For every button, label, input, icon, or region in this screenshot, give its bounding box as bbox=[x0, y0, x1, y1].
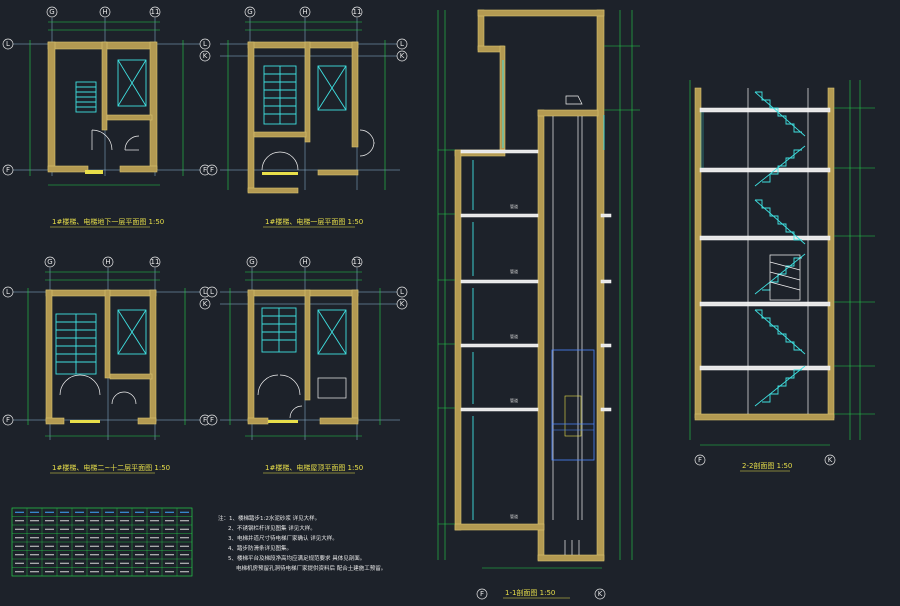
svg-text:11: 11 bbox=[353, 8, 362, 16]
svg-text:G: G bbox=[247, 8, 252, 16]
plan-roof-title: 1#楼梯、电梯屋顶平面图 1:50 bbox=[265, 463, 363, 472]
stair-flights bbox=[754, 91, 806, 407]
svg-text:K: K bbox=[203, 300, 208, 308]
elevator-car bbox=[551, 349, 595, 461]
svg-text:F: F bbox=[698, 456, 702, 464]
elevator-section: 管道 管道 管道 管道 管道 1-1剖面图 1:50 F K bbox=[437, 9, 640, 600]
plan-roof-axis-bubbles: G H 11 L F L K bbox=[206, 256, 408, 426]
svg-text:H: H bbox=[302, 8, 307, 16]
svg-text:F: F bbox=[203, 416, 207, 424]
svg-text:G: G bbox=[249, 258, 254, 266]
svg-text:F: F bbox=[210, 166, 214, 174]
svg-text:L: L bbox=[203, 40, 207, 48]
plan-basement: 1#楼梯、电梯地下一层平面图 1:50 bbox=[10, 18, 205, 228]
svg-text:L: L bbox=[203, 288, 207, 296]
svg-text:L: L bbox=[400, 288, 404, 296]
svg-text:11: 11 bbox=[353, 258, 362, 266]
plan-typical-floor: 1#楼梯、电梯二~十二层平面图 1:50 bbox=[10, 268, 205, 474]
svg-text:注：1、楼梯踏步1:2水泥砂浆 详见大样。: 注：1、楼梯踏步1:2水泥砂浆 详见大样。 bbox=[218, 514, 320, 522]
svg-text:2、不锈钢栏杆详见图集 详见大样。: 2、不锈钢栏杆详见图集 详见大样。 bbox=[228, 524, 316, 532]
svg-text:L: L bbox=[6, 40, 10, 48]
plan-basement-title: 1#楼梯、电梯地下一层平面图 1:50 bbox=[52, 217, 164, 226]
svg-text:电梯机房预留孔洞待电梯厂家提供资料后 配合土建施工预留。: 电梯机房预留孔洞待电梯厂家提供资料后 配合土建施工预留。 bbox=[236, 564, 386, 572]
room-labels: 管道 管道 管道 管道 管道 bbox=[510, 203, 518, 519]
door-window-schedule bbox=[11, 507, 193, 577]
svg-text:F: F bbox=[480, 590, 484, 598]
svg-text:管道: 管道 bbox=[510, 203, 518, 209]
svg-text:管道: 管道 bbox=[510, 268, 518, 274]
svg-text:K: K bbox=[400, 52, 405, 60]
svg-text:H: H bbox=[102, 8, 107, 16]
svg-text:5、楼梯平台及梯段净高均应满足规范要求 具体见剖面。: 5、楼梯平台及梯段净高均应满足规范要求 具体见剖面。 bbox=[228, 554, 365, 562]
svg-text:管道: 管道 bbox=[510, 397, 518, 403]
plan-roof: 1#楼梯、电梯屋顶平面图 1:50 bbox=[220, 268, 400, 474]
svg-text:F: F bbox=[6, 166, 10, 174]
svg-text:H: H bbox=[302, 258, 307, 266]
stair-section-title: 2-2剖面图 1:50 bbox=[742, 461, 792, 470]
svg-text:G: G bbox=[49, 8, 54, 16]
svg-text:K: K bbox=[598, 590, 603, 598]
plan-first-floor-axis-bubbles: G H 11 L K F bbox=[206, 6, 408, 176]
general-notes: 注：1、楼梯踏步1:2水泥砂浆 详见大样。 2、不锈钢栏杆详见图集 详见大样。 … bbox=[218, 514, 386, 572]
svg-text:H: H bbox=[105, 258, 110, 266]
svg-text:F: F bbox=[6, 416, 10, 424]
svg-text:K: K bbox=[828, 456, 833, 464]
svg-text:F: F bbox=[203, 166, 207, 174]
svg-text:K: K bbox=[203, 52, 208, 60]
elevator-section-title: 1-1剖面图 1:50 bbox=[505, 588, 555, 597]
plan-first-floor: 1#楼梯、电梯一层平面图 1:50 bbox=[220, 18, 400, 228]
svg-text:3、电梯井道尺寸待电梯厂家确认 详见大样。: 3、电梯井道尺寸待电梯厂家确认 详见大样。 bbox=[228, 534, 338, 542]
svg-text:G: G bbox=[47, 258, 52, 266]
plan-basement-axis-bubbles: G H 11 L F L K F bbox=[2, 6, 211, 176]
svg-text:K: K bbox=[400, 300, 405, 308]
floor-slabs bbox=[460, 149, 612, 412]
svg-text:管道: 管道 bbox=[510, 333, 518, 339]
plan-typical-floor-title: 1#楼梯、电梯二~十二层平面图 1:50 bbox=[52, 463, 170, 472]
svg-text:4、踏步防滑条详见图集。: 4、踏步防滑条详见图集。 bbox=[228, 544, 292, 552]
stair-section: 2-2剖面图 1:50 F K bbox=[689, 80, 875, 472]
svg-text:L: L bbox=[210, 288, 214, 296]
svg-text:L: L bbox=[6, 288, 10, 296]
svg-text:11: 11 bbox=[151, 258, 160, 266]
svg-text:F: F bbox=[210, 416, 214, 424]
svg-text:L: L bbox=[400, 40, 404, 48]
plan-first-floor-title: 1#楼梯、电梯一层平面图 1:50 bbox=[265, 217, 363, 226]
svg-text:11: 11 bbox=[151, 8, 160, 16]
svg-text:管道: 管道 bbox=[510, 513, 518, 519]
